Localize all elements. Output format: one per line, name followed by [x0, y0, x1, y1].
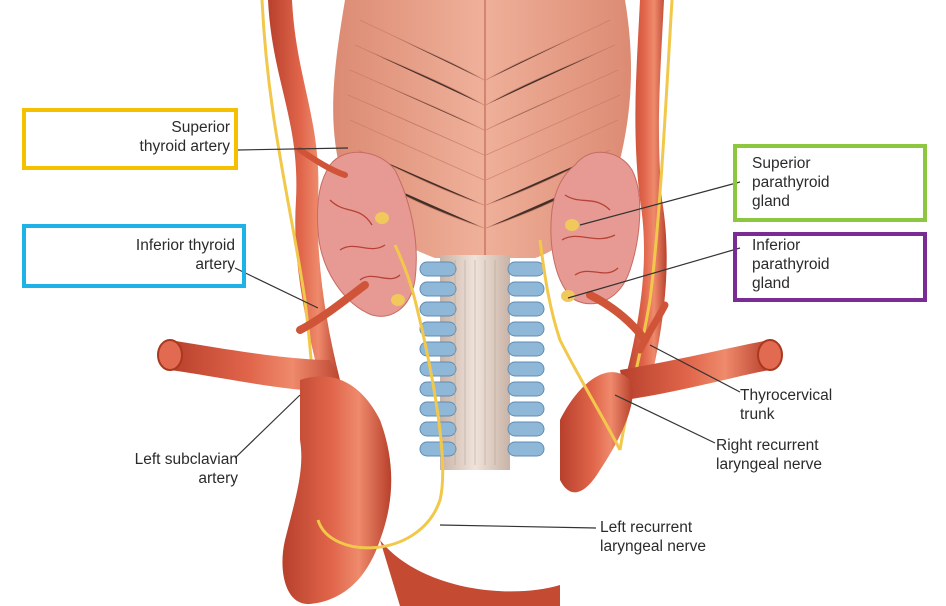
label-inferior-thyroid-artery: Inferior thyroid artery — [30, 236, 235, 274]
label-line: Inferior thyroid — [30, 236, 235, 255]
label-line: parathyroid — [752, 255, 830, 274]
label-left-subclavian-artery: Left subclavian artery — [20, 450, 238, 488]
right-superior-parathyroid — [375, 212, 389, 224]
label-line: thyroid artery — [30, 137, 230, 156]
trachea — [420, 255, 544, 470]
label-line: Inferior — [752, 236, 830, 255]
label-line: artery — [30, 255, 235, 274]
label-line: laryngeal nerve — [716, 455, 822, 474]
label-line: gland — [752, 274, 830, 293]
label-line: Superior — [752, 154, 830, 173]
label-line: Superior — [30, 118, 230, 137]
label-thyrocervical-trunk: Thyrocervical trunk — [740, 386, 832, 424]
label-left-recurrent-laryngeal-nerve: Left recurrent laryngeal nerve — [600, 518, 706, 556]
label-line: artery — [20, 469, 238, 488]
label-inferior-parathyroid-gland: Inferior parathyroid gland — [752, 236, 830, 293]
label-line: Left recurrent — [600, 518, 706, 537]
right-inferior-parathyroid — [391, 294, 405, 306]
left-inferior-thyroid-artery-vessel — [590, 295, 645, 340]
label-superior-parathyroid-gland: Superior parathyroid gland — [752, 154, 830, 211]
left-superior-parathyroid — [565, 219, 579, 231]
label-superior-thyroid-artery: Superior thyroid artery — [30, 118, 230, 156]
label-line: gland — [752, 192, 830, 211]
label-line: Thyrocervical — [740, 386, 832, 405]
label-line: Left subclavian — [20, 450, 238, 469]
label-line: parathyroid — [752, 173, 830, 192]
label-line: laryngeal nerve — [600, 537, 706, 556]
label-right-recurrent-laryngeal-nerve: Right recurrent laryngeal nerve — [716, 436, 822, 474]
label-line: Right recurrent — [716, 436, 822, 455]
label-line: trunk — [740, 405, 832, 424]
